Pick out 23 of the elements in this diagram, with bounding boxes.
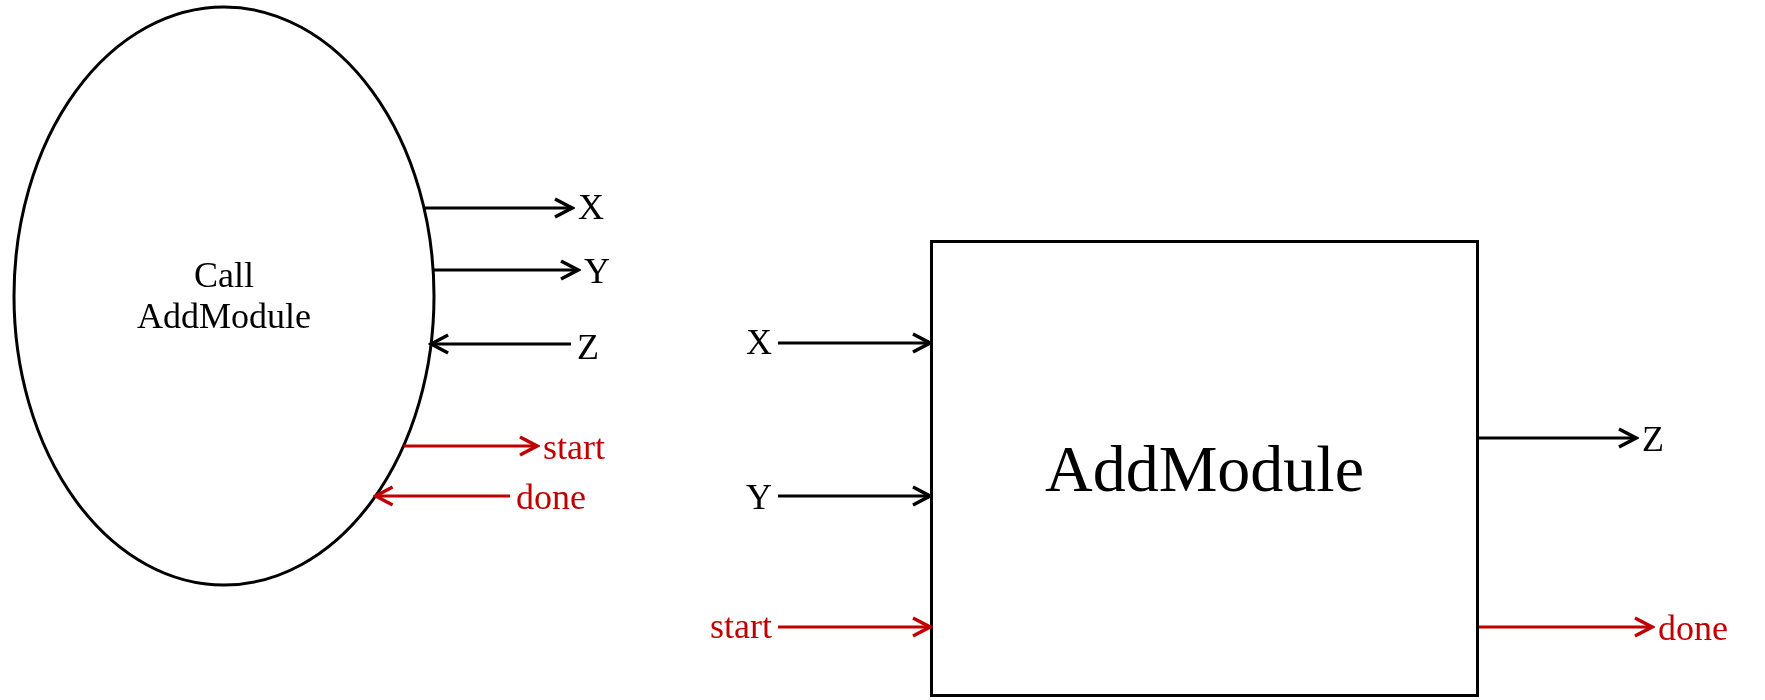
signal-label: done <box>510 479 592 517</box>
arrow <box>424 197 574 219</box>
signal-label: Z <box>571 329 605 367</box>
arrow <box>403 435 539 457</box>
signal-label: Y <box>740 479 778 517</box>
signal-label: X <box>740 324 778 362</box>
ellipse-label: Call AddModule <box>136 254 312 338</box>
arrow <box>778 616 932 638</box>
arrow <box>778 485 932 507</box>
arrow <box>429 333 571 355</box>
arrow <box>433 259 580 281</box>
module-label: AddModule <box>1045 430 1364 507</box>
module-box <box>930 240 1479 697</box>
arrow <box>373 485 510 507</box>
arrow <box>1479 427 1638 449</box>
signal-label: done <box>1652 610 1734 648</box>
signal-label: X <box>572 189 610 227</box>
signal-label: Z <box>1636 421 1670 459</box>
signal-label: start <box>704 608 778 646</box>
signal-label: Y <box>578 253 616 291</box>
signal-label: start <box>537 429 611 467</box>
arrow <box>1479 616 1654 638</box>
arrow <box>778 332 932 354</box>
